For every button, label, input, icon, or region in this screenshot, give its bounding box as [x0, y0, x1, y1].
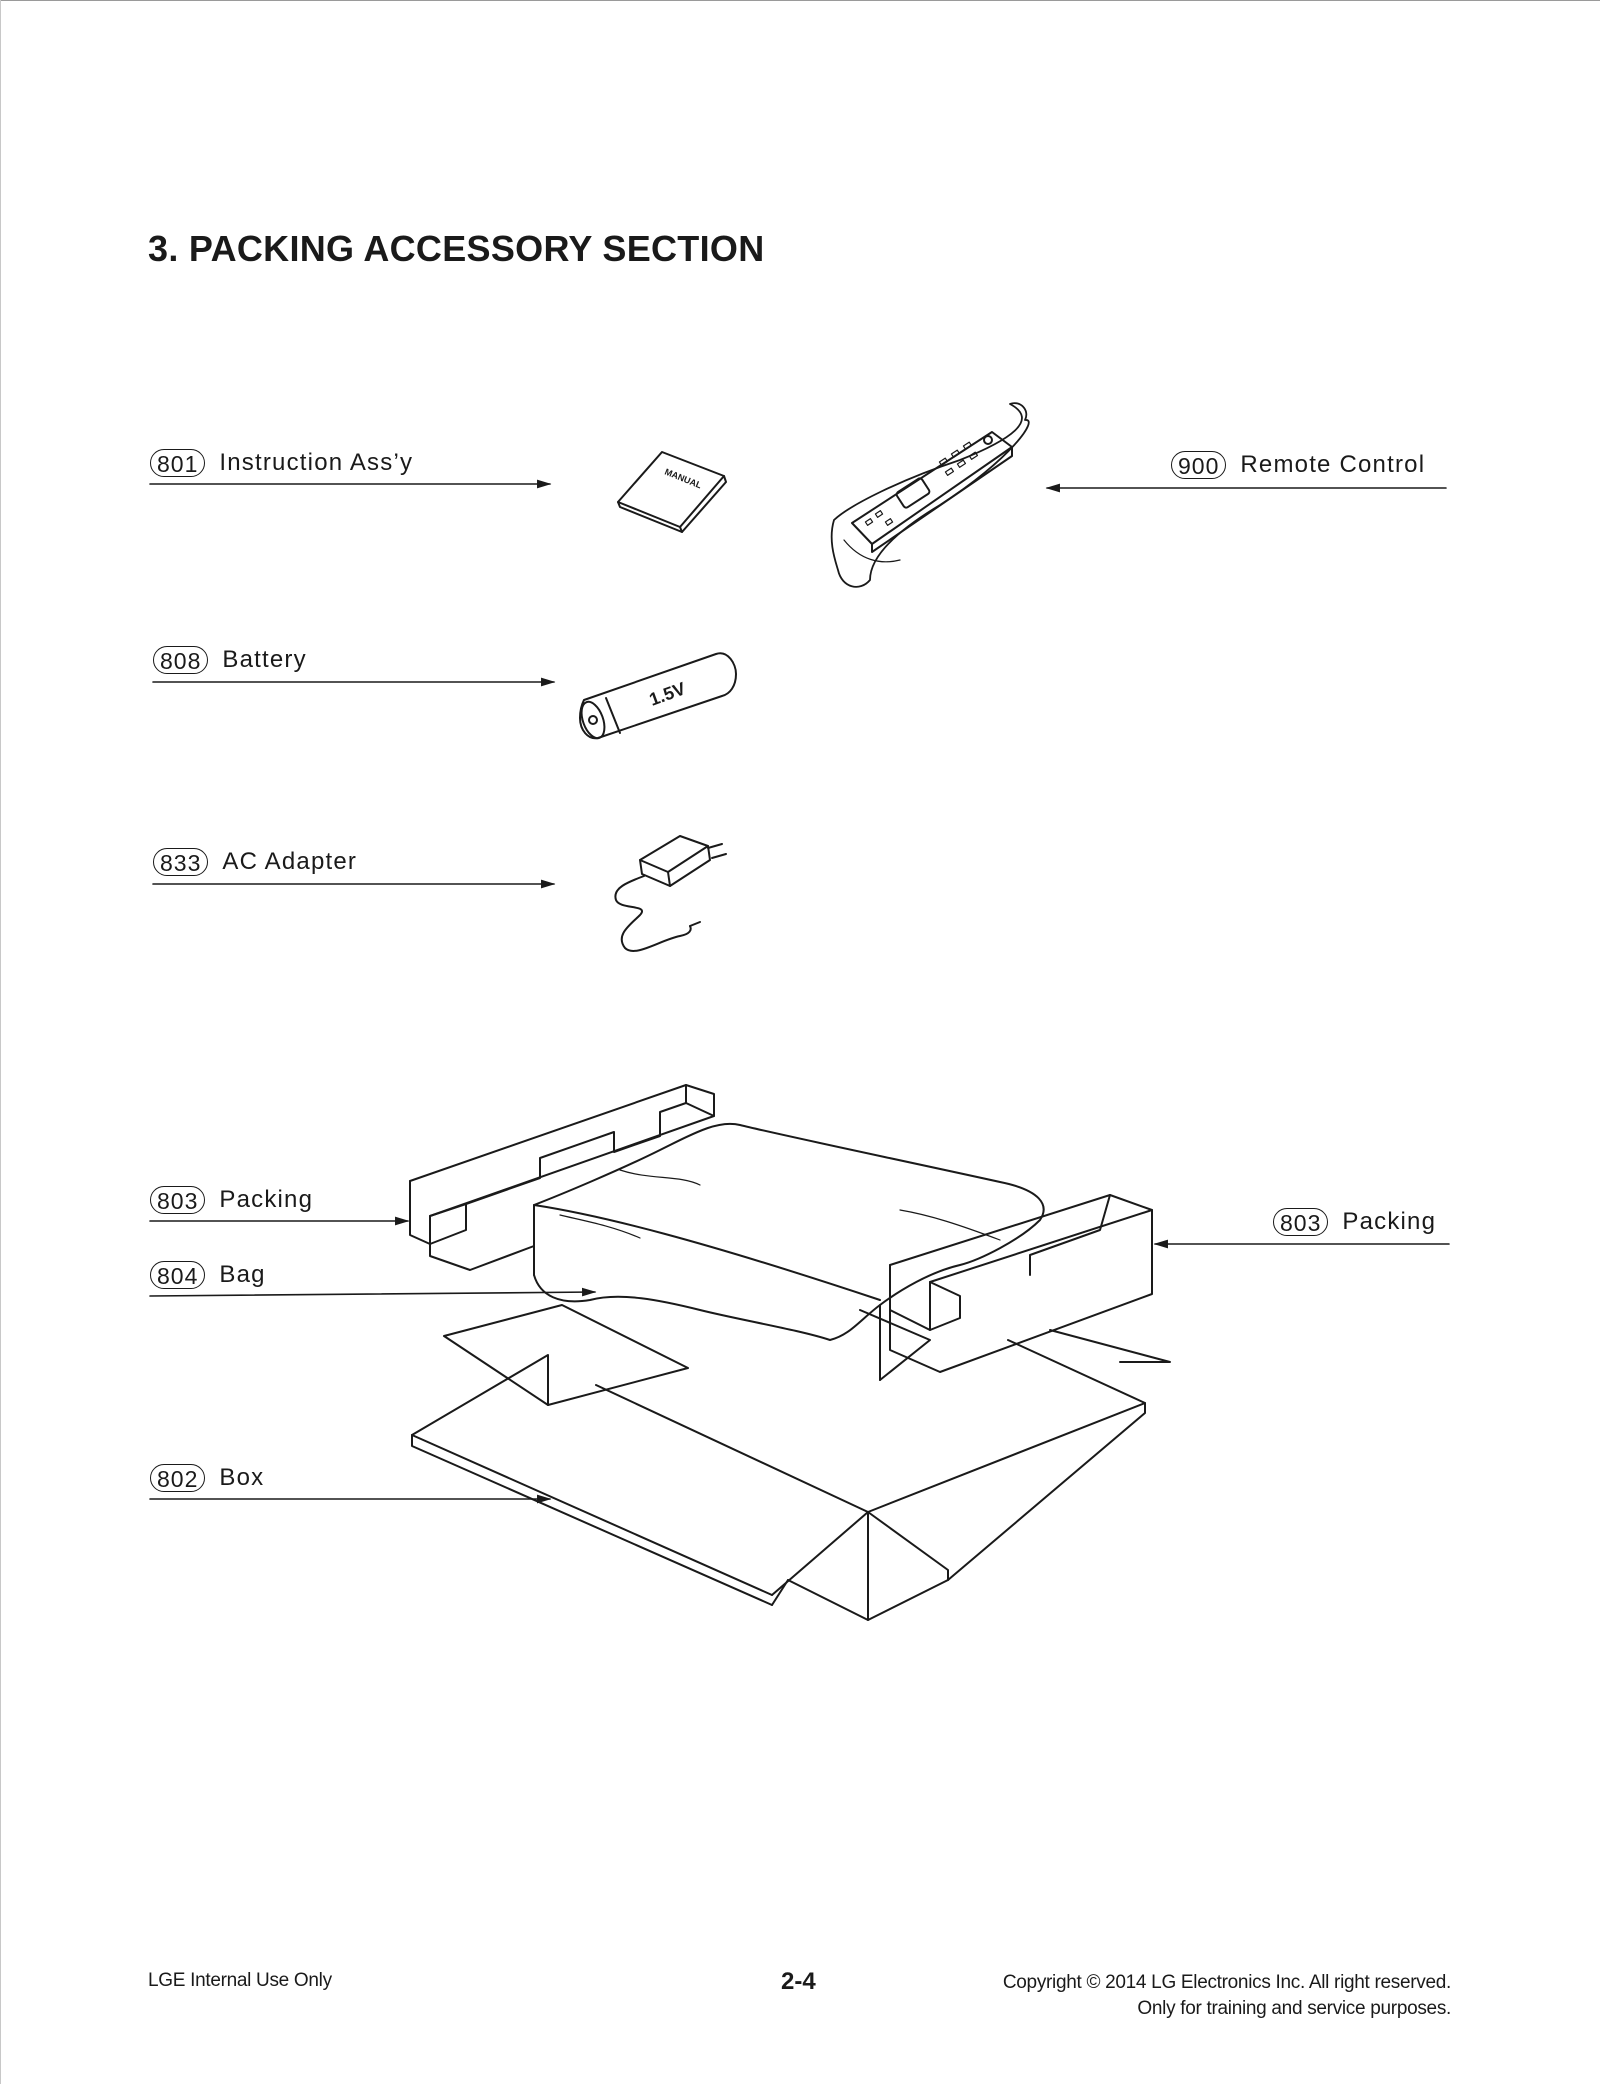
part-label: AC Adapter — [222, 848, 358, 875]
callout-instruction: 801 Instruction Ass’y — [150, 447, 413, 479]
part-label: Box — [219, 1464, 265, 1491]
callout-battery: 808 Battery — [153, 644, 307, 676]
callout-bag: 804 Bag — [150, 1259, 266, 1291]
battery-illustration: 1.5V — [579, 652, 737, 740]
box-illustration — [411, 1304, 1171, 1621]
packing-left-illustration — [409, 1084, 715, 1271]
page-top-border — [0, 0, 1600, 1]
footer-copyright: Copyright © 2014 LG Electronics Inc. All… — [1003, 1970, 1451, 2022]
manual-illustration: MANUAL — [617, 451, 727, 533]
leader-lines — [149, 479, 1450, 1504]
device-bag-illustration — [533, 1122, 1045, 1381]
part-number-badge: 802 — [150, 1464, 206, 1492]
part-label: Instruction Ass’y — [219, 449, 414, 476]
copyright-line: Copyright © 2014 LG Electronics Inc. All… — [1002, 1972, 1451, 1993]
ac-adapter-illustration — [614, 835, 727, 952]
callout-remote-control: 900 Remote Control — [1171, 449, 1425, 481]
part-label: Packing — [1342, 1208, 1437, 1235]
part-number-badge: 803 — [1273, 1208, 1329, 1236]
page-number: 2-4 — [781, 1968, 816, 1995]
page-left-border — [0, 0, 1, 2084]
part-label: Remote Control — [1240, 451, 1426, 478]
part-number-badge: 804 — [150, 1261, 206, 1289]
training-notice: Only for training and service purposes. — [1137, 1998, 1451, 2019]
part-label: Packing — [219, 1186, 314, 1213]
part-number-badge: 833 — [153, 848, 209, 876]
part-label: Battery — [222, 646, 307, 673]
page-title: 3. PACKING ACCESSORY SECTION — [148, 228, 765, 269]
callout-packing-right: 803 Packing — [1273, 1206, 1436, 1238]
callout-box: 802 Box — [150, 1462, 264, 1494]
leader-line-804 — [149, 1287, 597, 1297]
packing-right-illustration — [889, 1194, 1153, 1373]
part-number-badge: 801 — [150, 449, 206, 477]
footer-internal-use: LGE Internal Use Only — [148, 1970, 332, 1991]
remote-control-illustration — [830, 402, 1030, 588]
callout-packing-left: 803 Packing — [150, 1184, 313, 1216]
part-label: Bag — [219, 1261, 266, 1288]
part-number-badge: 803 — [150, 1186, 206, 1214]
manual-text: MANUAL — [663, 467, 703, 491]
callout-ac-adapter: 833 AC Adapter — [153, 846, 357, 878]
part-number-badge: 808 — [153, 646, 209, 674]
battery-label: 1.5V — [647, 678, 689, 709]
part-number-badge: 900 — [1171, 451, 1227, 479]
